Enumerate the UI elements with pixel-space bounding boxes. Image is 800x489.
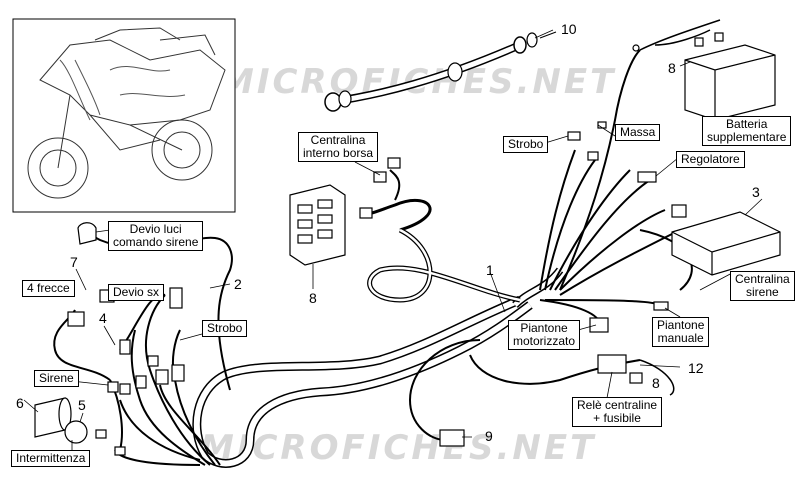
- label-massa: Massa: [615, 124, 661, 141]
- callout-7: 7: [70, 254, 78, 270]
- label-sirene: Sirene: [34, 370, 79, 387]
- component-6-5: [34, 397, 88, 444]
- label-regolatore: Regolatore: [676, 151, 745, 168]
- callout-2: 2: [234, 276, 242, 292]
- label-piantone-motorizzato: Piantone motorizzato: [508, 320, 581, 350]
- label-intermittenza: Intermittenza: [11, 450, 91, 467]
- battery-8: [632, 19, 776, 121]
- callout-9: 8: [309, 290, 317, 306]
- bag-control-unit-9: [289, 184, 346, 266]
- label-rele: Relè centraline + fusibile: [572, 397, 663, 427]
- siren-control-unit-3: [671, 211, 781, 276]
- callout-4: 4: [99, 310, 107, 326]
- main-harness: [53, 49, 693, 468]
- callout-6: 6: [16, 395, 24, 411]
- callout-10: 9: [485, 428, 493, 444]
- callout-12: 12: [688, 360, 704, 376]
- label-centralina-sirene: Centralina sirene: [730, 271, 795, 301]
- label-piantone-manuale: Piantone manuale: [652, 317, 710, 347]
- inset-frame: [12, 18, 236, 213]
- label-batteria: Batteria supplementare: [702, 116, 792, 146]
- label-devio-sx: Devio sx: [108, 284, 165, 301]
- callout-8-battery: 8: [668, 60, 676, 76]
- callout-8-relay: 8: [652, 375, 660, 391]
- cable-11: [324, 31, 557, 112]
- motorcycle-illustration: [27, 27, 226, 199]
- label-4-frecce: 4 frecce: [22, 280, 75, 297]
- label-centralina-borsa: Centralina interno borsa: [298, 132, 379, 162]
- callout-1: 1: [486, 262, 494, 278]
- callout-5: 5: [78, 397, 86, 413]
- connectors: [67, 121, 687, 456]
- leader-lines: [23, 29, 763, 455]
- label-devio-luci: Devio luci comando sirene: [108, 221, 204, 251]
- watermark-bottom: MICROFICHES.NET: [200, 428, 597, 468]
- callout-11: 10: [561, 21, 577, 37]
- label-strobo-top: Strobo: [503, 136, 549, 153]
- label-strobo-left: Strobo: [202, 320, 248, 337]
- callout-3: 3: [752, 184, 760, 200]
